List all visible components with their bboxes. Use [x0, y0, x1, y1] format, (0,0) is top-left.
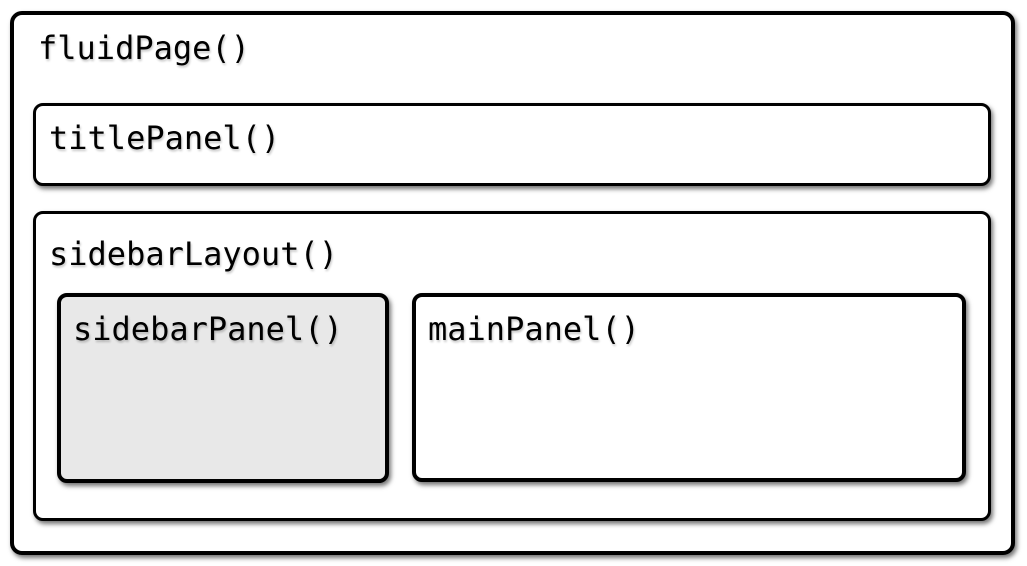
sidebarpanel-label: sidebarPanel() — [73, 310, 343, 348]
fluidpage-box: fluidPage() titlePanel() sidebarLayout()… — [10, 11, 1015, 555]
sidebarlayout-box: sidebarLayout() sidebarPanel() mainPanel… — [33, 211, 991, 521]
titlepanel-label: titlePanel() — [49, 119, 281, 157]
titlepanel-box: titlePanel() — [33, 103, 991, 186]
fluidpage-label: fluidPage() — [38, 29, 250, 67]
mainpanel-box: mainPanel() — [412, 293, 966, 482]
mainpanel-label: mainPanel() — [428, 310, 640, 348]
sidebarpanel-box: sidebarPanel() — [57, 293, 389, 483]
sidebarlayout-label: sidebarLayout() — [49, 235, 338, 273]
